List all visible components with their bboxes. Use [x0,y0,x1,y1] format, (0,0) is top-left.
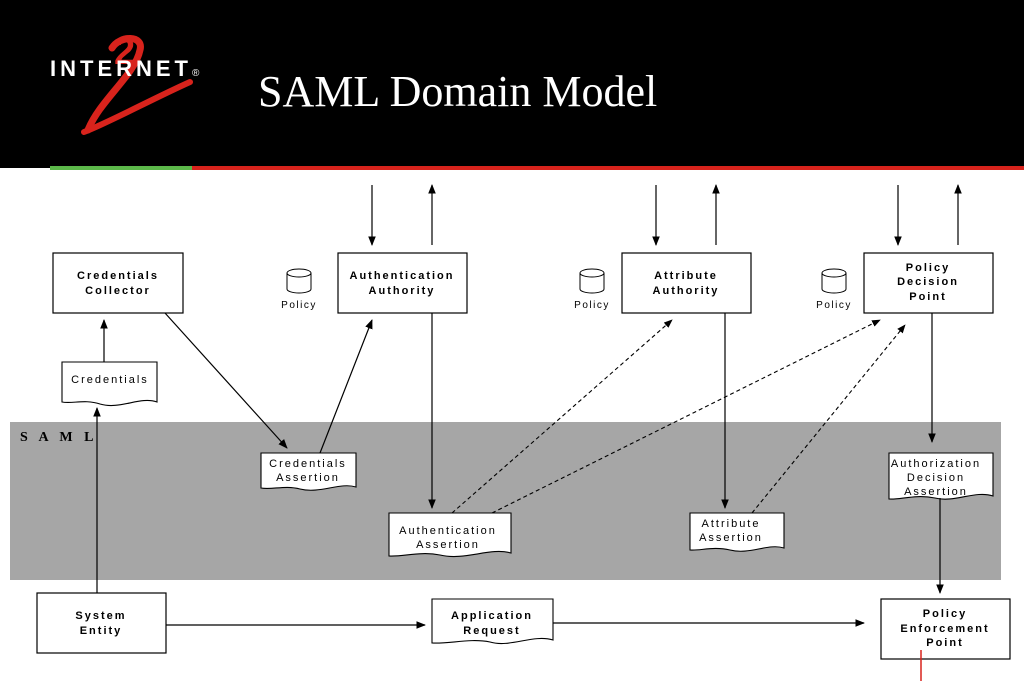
authentication-authority-box: Authentication Authority [337,252,468,314]
authentication-assertion-document: Authentication Assertion [388,512,512,558]
logo-text: INTERNET [50,56,192,81]
registered-mark: ® [192,68,200,79]
policy-enforcement-point-box: Policy Enforcement Point [880,598,1011,660]
svg-text:Request: Request [463,625,520,637]
svg-text:Policy: Policy [923,608,967,620]
svg-text:Authentication: Authentication [350,270,455,282]
policy-database-icon: Policy [281,268,317,311]
svg-text:Enforcement: Enforcement [900,623,989,635]
svg-text:Authorization: Authorization [891,458,981,470]
collector-to-cred-assertion-arrow [164,312,288,449]
credentials-document: Credentials [61,361,158,406]
svg-text:System: System [75,610,126,622]
system-entity-box: System Entity [36,592,167,654]
svg-text:Assertion: Assertion [276,472,340,484]
svg-text:Credentials: Credentials [71,374,149,386]
svg-text:Decision: Decision [907,472,965,484]
svg-text:Policy: Policy [906,262,950,274]
attribute-authority-box: Attribute Authority [621,252,752,314]
policy-database-icon: Policy [816,268,852,311]
cred-assertion-to-auth-authority-arrow [319,319,373,454]
svg-text:Policy: Policy [574,300,610,311]
svg-text:Authentication: Authentication [399,525,497,537]
svg-text:Policy: Policy [281,300,317,311]
svg-text:Attribute: Attribute [654,270,718,282]
svg-text:Policy: Policy [816,300,852,311]
svg-text:Authority: Authority [369,285,436,297]
svg-text:Point: Point [926,637,964,649]
policy-database-icon: Policy [574,268,610,311]
saml-domain-diagram: S A M L Credentials Collector Authentica… [10,184,1011,681]
auth-assertion-to-pdp-arrow [491,319,881,514]
saml-label: S A M L [20,430,97,445]
logo-number: 2 [114,31,135,73]
svg-text:Assertion: Assertion [904,486,968,498]
internet2-logo: 2 INTERNET® [40,30,220,140]
slide-title: SAML Domain Model [258,67,658,116]
svg-text:Credentials: Credentials [269,458,347,470]
svg-text:Application: Application [451,610,533,622]
policy-decision-point-box: Policy Decision Point [863,252,994,314]
attribute-assertion-document: Attribute Assertion [689,512,785,552]
svg-text:Decision: Decision [897,276,959,288]
svg-text:Entity: Entity [80,625,123,637]
header-bar [0,0,1024,168]
accent-green-rule [50,166,192,170]
svg-text:Credentials: Credentials [77,270,159,282]
credentials-assertion-document: Credentials Assertion [260,452,357,491]
svg-text:Attribute: Attribute [702,518,761,530]
svg-text:Collector: Collector [85,285,151,297]
attr-assertion-to-pdp-arrow [751,324,906,514]
saml-band [10,422,1001,580]
svg-text:Assertion: Assertion [416,539,480,551]
svg-text:Point: Point [909,291,947,303]
svg-text:Assertion: Assertion [699,532,763,544]
accent-red-rule [192,166,1024,170]
credentials-collector-box: Credentials Collector [52,252,184,314]
authorization-decision-assertion-document: Authorization Decision Assertion [888,452,994,500]
logo-swoosh-icon: 2 [81,31,193,135]
application-request-document: Application Request [431,598,554,645]
svg-text:Authority: Authority [653,285,720,297]
